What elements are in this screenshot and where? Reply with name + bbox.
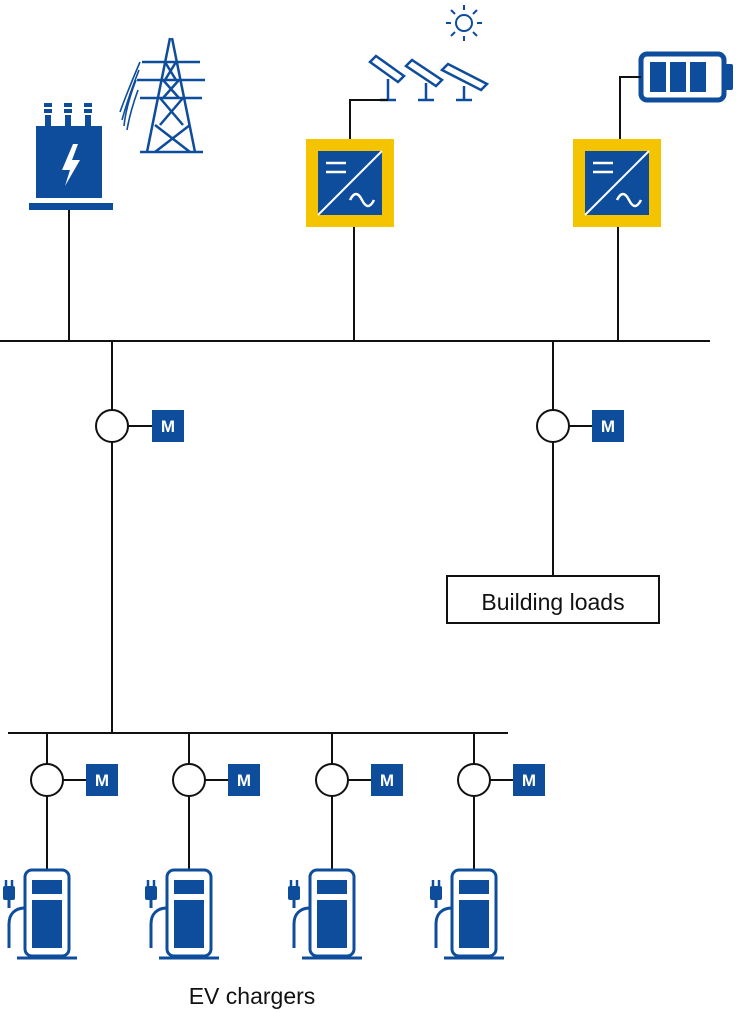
sun-icon bbox=[446, 5, 482, 41]
ev-branch bbox=[315, 733, 371, 870]
transformer-icon bbox=[29, 103, 113, 210]
svg-text:M: M bbox=[380, 771, 394, 790]
meter-icon: M bbox=[228, 764, 260, 796]
battery-icon bbox=[638, 51, 733, 103]
meter-icon: M bbox=[152, 410, 184, 442]
solar-panels-icon bbox=[368, 54, 490, 102]
ev-feeder bbox=[95, 341, 152, 733]
meter-icon: M bbox=[513, 764, 545, 796]
inverter-icon bbox=[306, 139, 394, 227]
ev-branch bbox=[457, 733, 513, 870]
building-feeder bbox=[536, 341, 592, 576]
ev-charger-icon bbox=[430, 868, 504, 960]
ev-chargers-label: EV chargers bbox=[189, 983, 316, 1009]
meter-icon: M bbox=[371, 764, 403, 796]
meter-icon: M bbox=[86, 764, 118, 796]
building-loads-label: Building loads bbox=[481, 589, 624, 615]
svg-text:M: M bbox=[161, 417, 175, 436]
meter-icon: M bbox=[592, 410, 624, 442]
svg-text:M: M bbox=[95, 771, 109, 790]
building-loads-box: Building loads bbox=[446, 575, 660, 624]
svg-text:M: M bbox=[601, 417, 615, 436]
ev-charger-icon bbox=[288, 868, 362, 960]
source-wiring bbox=[68, 76, 641, 341]
ev-charger-icon bbox=[3, 868, 77, 960]
svg-text:M: M bbox=[237, 771, 251, 790]
ev-branch bbox=[172, 733, 228, 870]
ev-charger-icon bbox=[145, 868, 219, 960]
inverter-icon bbox=[573, 139, 661, 227]
ev-branch bbox=[30, 733, 86, 870]
power-pylon-icon bbox=[119, 37, 205, 154]
svg-text:M: M bbox=[522, 771, 536, 790]
